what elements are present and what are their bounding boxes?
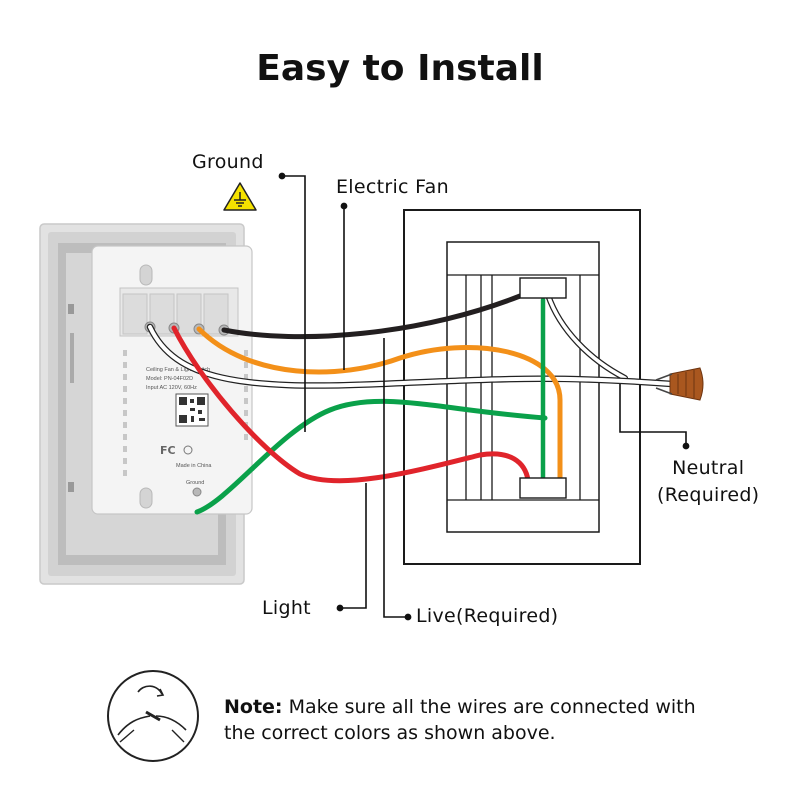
device-label-line3: Input AC 120V, 60Hz (146, 385, 197, 391)
note-line1: Note: Make sure all the wires are connec… (224, 694, 744, 720)
twist-wires-icon (107, 670, 199, 762)
wires (146, 277, 676, 515)
red-wire (171, 325, 531, 484)
junction-box (403, 209, 641, 565)
green-wire (194, 398, 548, 515)
leader-lines (278, 172, 690, 621)
warning-ground-icon (223, 182, 257, 211)
label-neutral-line2: (Required) (657, 484, 760, 506)
note-text-line2: the correct colors as shown above. (224, 722, 556, 744)
device-label-line4: Made in China (176, 463, 212, 469)
qr-code-icon (175, 393, 209, 427)
certification-mark-icon (183, 445, 193, 455)
device-label-line2: Model: PN-04F02D (146, 376, 193, 382)
note-prefix: Note: (224, 696, 283, 718)
label-light: Light (262, 597, 311, 619)
device-label-line1: Ceiling Fan & Light Switch (146, 367, 210, 373)
fixture-terminal-top (519, 277, 567, 299)
note-text-line1: Make sure all the wires are connected wi… (282, 696, 696, 718)
device-ground-mark: Ground (186, 480, 204, 486)
fcc-mark-icon: FC (160, 444, 176, 457)
label-electric-fan: Electric Fan (336, 176, 449, 198)
page-title: Easy to Install (256, 48, 544, 89)
install-note: Note: Make sure all the wires are connec… (224, 694, 744, 746)
fixture-terminal-bottom (519, 477, 567, 499)
label-live: Live(Required) (416, 605, 559, 627)
black-wire (221, 293, 523, 340)
label-neutral: Neutral (Required) (657, 455, 759, 509)
label-ground: Ground (192, 151, 264, 173)
label-neutral-line1: Neutral (672, 457, 745, 479)
wire-connector-icon (655, 367, 704, 401)
